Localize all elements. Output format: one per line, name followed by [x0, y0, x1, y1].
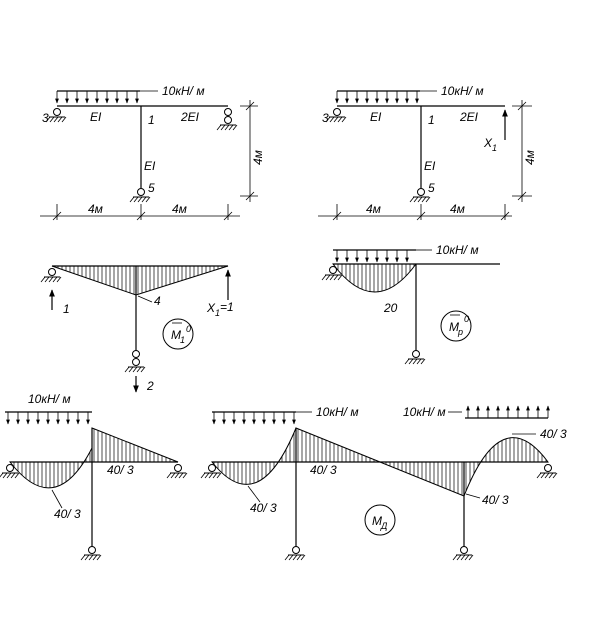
node-1-label-2: 1: [428, 113, 435, 127]
m1-value-label: 4: [154, 294, 161, 308]
frame-primary-system: 10кН/ м 3 EI 1 2EI EI 5 X 1 4м 4м 4м: [318, 84, 537, 221]
ei-label-2: EI: [370, 110, 382, 124]
height-dim-2: 4м: [523, 150, 537, 165]
node-3-label-2: 3: [322, 111, 329, 125]
x1-eq-value: =1: [220, 300, 234, 314]
svg-text:1: 1: [215, 308, 220, 318]
svg-text:0: 0: [186, 324, 191, 334]
mp0-circle-label: M: [449, 320, 459, 334]
x1-sub: 1: [492, 143, 497, 153]
node-5-label: 5: [148, 181, 155, 195]
x1-label: X: [483, 136, 493, 150]
value-40-3-f: 40/ 3: [540, 427, 567, 441]
load-label-5: 10кН/ м: [28, 392, 71, 406]
moment-diagram-md: 10кН/ м 10кН/ м 40/ 3 40/: [200, 405, 567, 561]
load-label-7: 10кН/ м: [403, 405, 446, 419]
load-label: 10кН/ м: [162, 84, 205, 98]
span-left-dim: 4м: [88, 202, 103, 216]
two-ei-label: 2EI: [180, 110, 200, 124]
support-3: [45, 108, 67, 123]
support-5: [129, 188, 151, 203]
load-label-6: 10кН/ м: [316, 405, 359, 419]
svg-text:1: 1: [180, 335, 185, 345]
ei-column-label: EI: [144, 159, 156, 173]
load-label-4: 10кН/ м: [436, 243, 479, 257]
distributed-load-arrows: [57, 91, 137, 103]
span-right-dim-2: 4м: [450, 202, 465, 216]
svg-text:p: p: [457, 327, 463, 337]
value-40-3-b: 40/ 3: [54, 507, 81, 521]
span-right-dim: 4м: [172, 202, 187, 216]
value-40-3-a: 40/ 3: [107, 463, 134, 477]
reaction-bottom-label: 2: [146, 379, 154, 393]
reaction-left-label: 1: [63, 302, 70, 316]
moment-diagram-m1: 1 2 X 1 =1 4 M 1 0: [40, 265, 234, 393]
height-dim: 4м: [251, 150, 265, 165]
load-label-2: 10кН/ м: [441, 84, 484, 98]
value-40-3-e: 40/ 3: [482, 493, 509, 507]
value-40-3-d: 40/ 3: [250, 501, 277, 515]
m1-circle-label: M: [171, 328, 181, 342]
frame-original: 10кН/ м 3 EI 1 2EI EI 5 4м 4м 4м: [40, 84, 265, 221]
value-40-3-c: 40/ 3: [310, 463, 337, 477]
x1-eq-label: X: [206, 301, 216, 315]
moment-diagram-mp-left: 10кН/ м 40/ 3 40/ 3: [0, 392, 188, 561]
node-5-label-2: 5: [428, 181, 435, 195]
support-2: [216, 108, 238, 131]
mp0-value-label: 20: [383, 301, 398, 315]
svg-text:0: 0: [464, 314, 469, 324]
moment-diagram-mp0: 10кН/ м 20 M p 0: [321, 243, 500, 365]
ei-column-label-2: EI: [424, 159, 436, 173]
node-3-label: 3: [42, 111, 49, 125]
span-left-dim-2: 4м: [366, 202, 381, 216]
node-1-label: 1: [148, 113, 155, 127]
svg-text:Д: Д: [380, 521, 388, 531]
md-circle-label: M: [372, 514, 382, 528]
ei-label: EI: [90, 110, 102, 124]
two-ei-label-2: 2EI: [459, 110, 479, 124]
